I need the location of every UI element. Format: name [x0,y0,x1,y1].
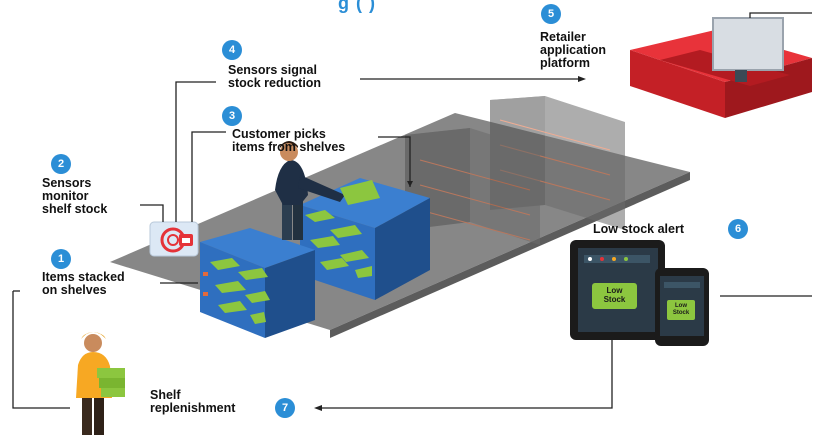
connector-lines [12,12,812,409]
connector-arrowheads [314,76,586,411]
customer-figure [275,141,380,240]
step-6-badge: 6 [728,219,748,239]
step-3-label: Customer picks items from shelves [232,127,346,154]
sensor-device [149,221,199,257]
step-7-label: Shelf replenishment [150,388,236,415]
step-6-label: Low stock alert [593,222,684,236]
step-3-badge: 3 [222,106,242,126]
step-2-label: Sensors monitor shelf stock [42,176,108,216]
front-shelf-unit [200,228,315,338]
step-7-badge: 7 [275,398,295,418]
tablet-low-stock-text: Low Stock [603,286,626,304]
phone-device [655,268,709,346]
step-4-badge: 4 [222,40,242,60]
step-5-badge: 5 [541,4,561,24]
step-1-label: Items stacked on shelves [42,270,125,297]
step-4-label: Sensors signal stock reduction [228,63,322,90]
step-1-badge: 1 [51,249,71,269]
retailer-counter [630,17,812,118]
step-2-badge: 2 [51,154,71,174]
phone-low-stock-text: Low Stock [672,303,690,316]
page-title-fragment: g ( ) [338,0,376,13]
tablet-device [570,240,665,340]
step-5-label: Retailer application platform [540,30,606,70]
delivery-worker-figure [76,332,125,435]
